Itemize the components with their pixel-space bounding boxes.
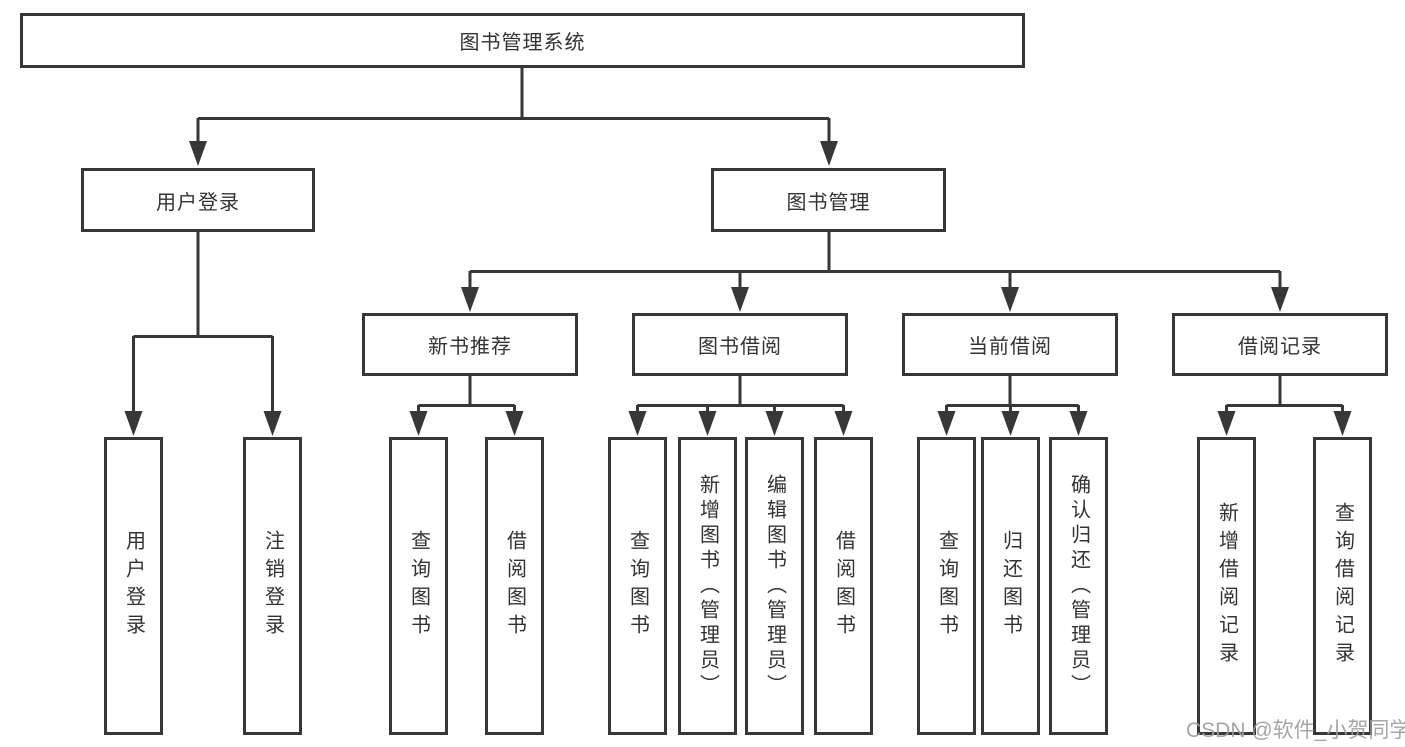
branch-book-management: 图书管理 [711,168,946,232]
leaf-query-books-2: 查询图书 [608,437,667,735]
root-node: 图书管理系统 [20,13,1025,68]
group-new-book-recommend: 新书推荐 [362,313,578,376]
arrowhead-icons [124,141,1352,436]
leaf-query-borrow-record: 查询借阅记录 [1313,437,1372,735]
leaf-confirm-return-admin: 确认归还（管理员） [1049,437,1108,735]
leaf-user-login: 用户登录 [104,437,163,735]
leaf-add-borrow-record: 新增借阅记录 [1197,437,1256,735]
watermark: CSDN @软件_小贺同学 [1186,719,1405,742]
leaf-add-book-admin: 新增图书（管理员） [678,437,737,735]
branch-user-login: 用户登录 [81,168,315,232]
leaf-borrow-books-2: 借阅图书 [814,437,873,735]
leaf-borrow-books-1: 借阅图书 [485,437,544,735]
leaf-edit-book-admin: 编辑图书（管理员） [745,437,804,735]
leaf-return-book: 归还图书 [981,437,1040,735]
group-book-borrow: 图书借阅 [632,313,848,376]
leaf-query-books-1: 查询图书 [389,437,448,735]
leaf-logout: 注销登录 [243,437,302,735]
leaf-query-books-3: 查询图书 [917,437,976,735]
group-borrow-records: 借阅记录 [1172,313,1388,376]
group-current-borrow: 当前借阅 [902,313,1118,376]
